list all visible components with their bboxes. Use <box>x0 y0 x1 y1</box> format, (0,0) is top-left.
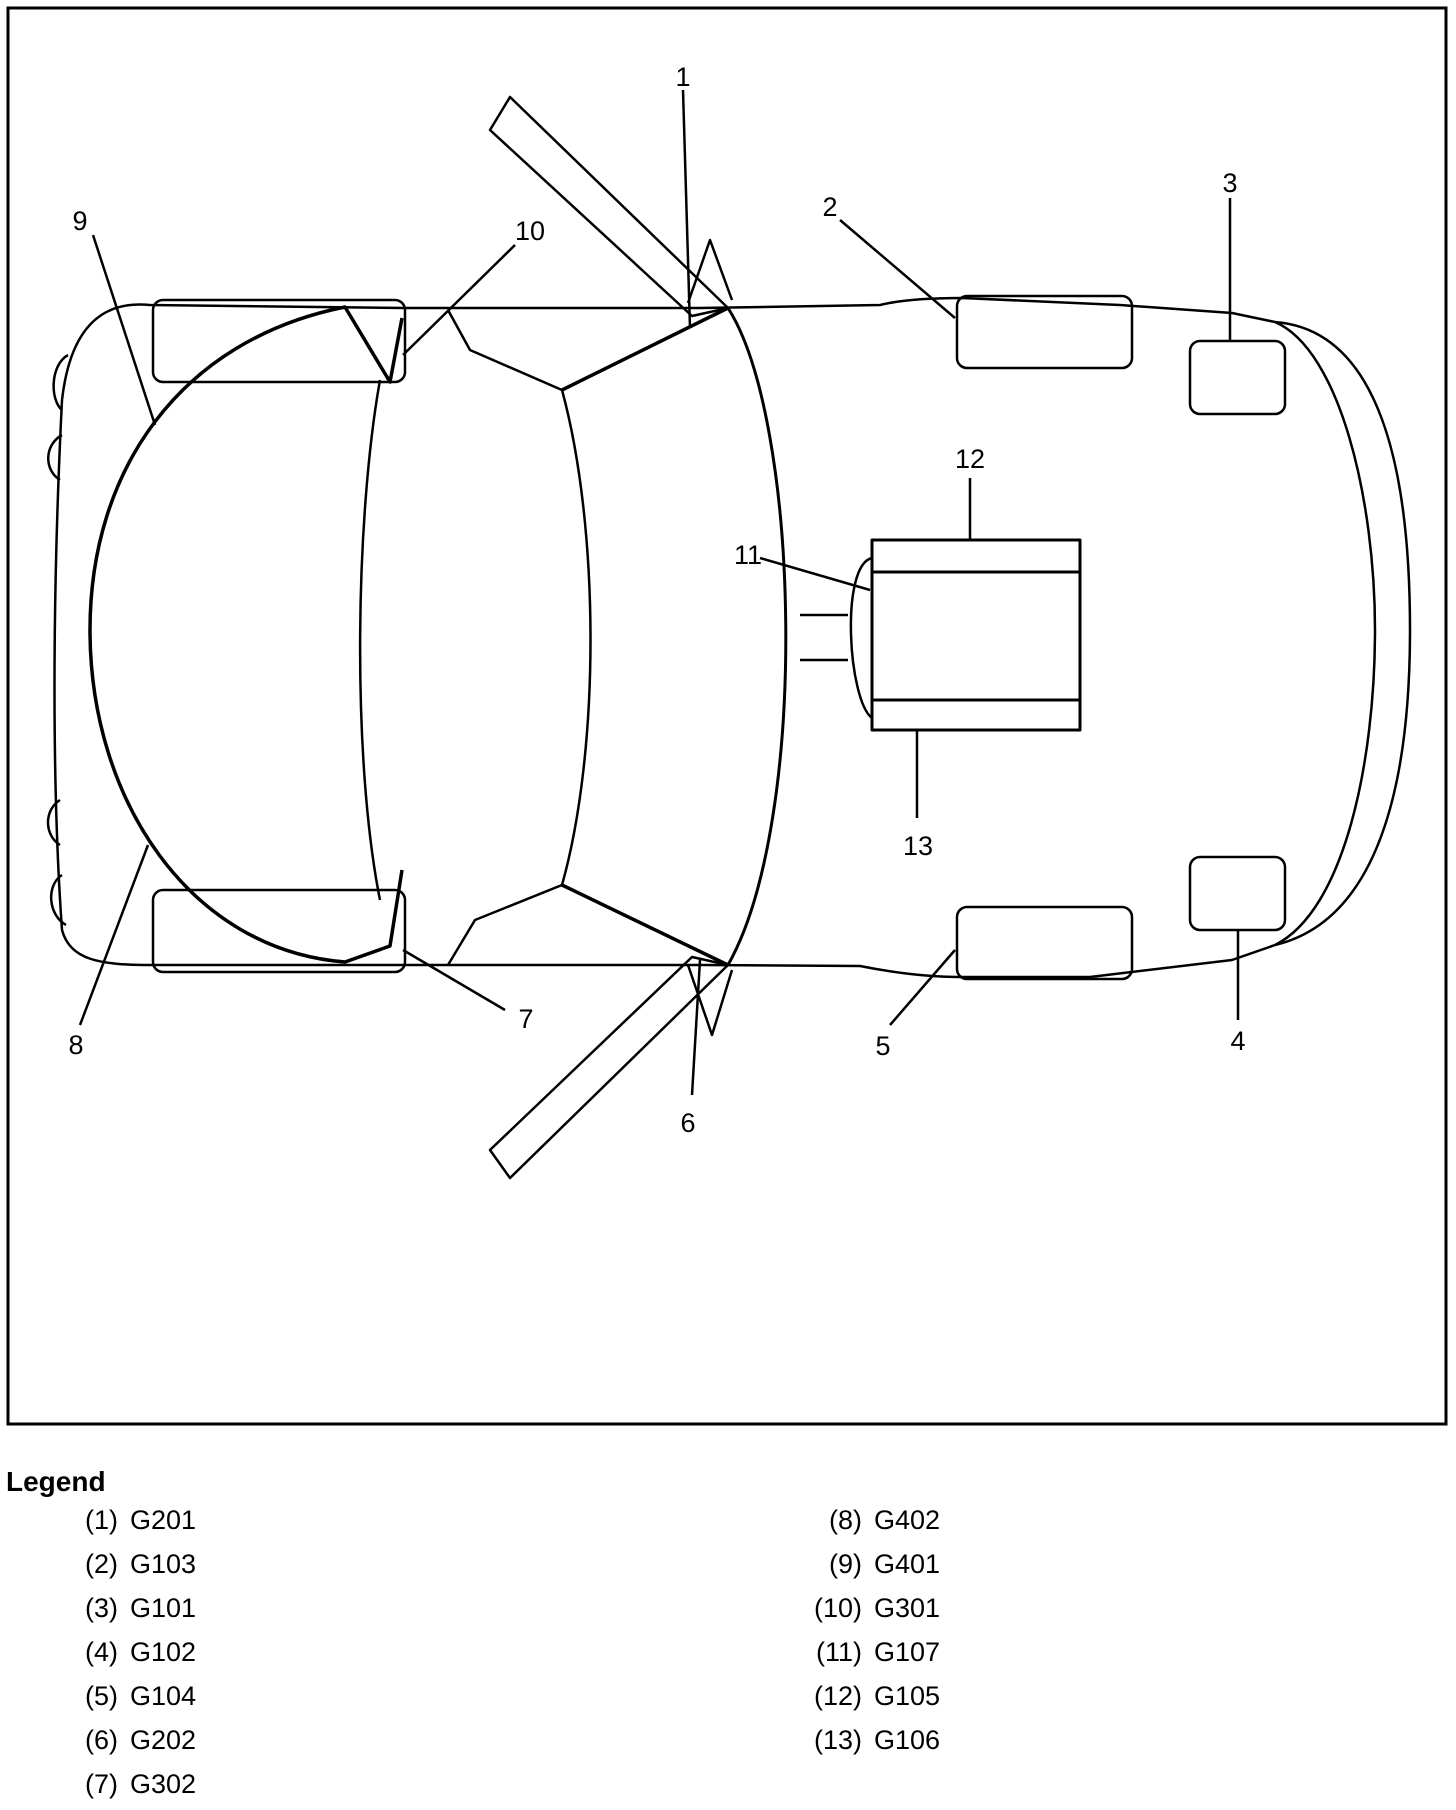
diagram-frame <box>6 6 1448 1426</box>
callout-8: 8 <box>68 1030 83 1060</box>
engine-shaft <box>800 613 848 662</box>
legend-item-code: G301 <box>874 1593 941 1623</box>
legend-item: (13) G106 <box>800 1722 940 1766</box>
legend-item-code: G201 <box>130 1505 197 1535</box>
windshield-upper-edge <box>561 306 729 392</box>
vehicle-body <box>53 296 1412 979</box>
rear-glass <box>88 305 404 964</box>
legend-item: (8) G402 <box>800 1502 940 1546</box>
door-open-lower <box>488 955 730 1180</box>
legend-item-code: G106 <box>874 1725 941 1755</box>
legend-item-number: (10) <box>813 1593 862 1623</box>
legend-item: (7) G302 <box>56 1766 196 1810</box>
wheel-front-left <box>955 294 1134 370</box>
callout-7: 7 <box>518 1004 533 1034</box>
legend-item-number: (2) <box>85 1549 118 1579</box>
legend-item: (9) G401 <box>800 1546 940 1590</box>
engine-mount <box>849 556 873 719</box>
door-open-upper <box>488 95 730 318</box>
wheel-rear-left <box>151 298 407 384</box>
legend-item-number: (13) <box>813 1725 862 1755</box>
leader-11 <box>759 556 871 592</box>
legend-item-code: G402 <box>874 1505 941 1535</box>
legend-item: (6) G202 <box>56 1722 196 1766</box>
legend-item: (10) G301 <box>800 1590 940 1634</box>
callout-9: 9 <box>72 206 87 236</box>
callout-10: 10 <box>515 216 545 246</box>
callout-5: 5 <box>875 1031 890 1061</box>
windshield-arc <box>726 307 788 966</box>
rear-bumper-bumps <box>46 353 69 927</box>
legend-column-left: (1)G201 (2)G103 (3)G101 (4)G102 (5)G104 … <box>56 1502 196 1810</box>
callout-11: 11 <box>734 540 762 570</box>
leader-9 <box>91 234 157 426</box>
leader-7 <box>402 948 506 1012</box>
callout-4: 4 <box>1230 1026 1245 1056</box>
headlight-left <box>1188 339 1287 416</box>
legend-item-number: (11) <box>815 1637 862 1667</box>
leader-2 <box>839 219 956 319</box>
roof-rear-line <box>358 379 382 901</box>
engine-component <box>870 538 1082 732</box>
leader-8 <box>78 844 150 1026</box>
mirror-upper <box>686 238 734 304</box>
windshield-lower-edge <box>561 883 729 967</box>
legend-item-code: G103 <box>130 1549 197 1579</box>
callout-labels: 1 2 3 4 5 6 7 8 9 10 11 12 13 <box>68 62 1245 1138</box>
legend-item: (5) G104 <box>56 1678 196 1722</box>
legend-item-number: (8) <box>829 1505 862 1535</box>
callout-13: 13 <box>903 831 933 861</box>
legend-item: (2) G103 <box>56 1546 196 1590</box>
legend-item-number: (6) <box>85 1725 118 1755</box>
mirror-lower <box>686 964 734 1037</box>
legend-item-number: (1) <box>85 1505 118 1535</box>
legend-item-number: (12) <box>813 1681 862 1711</box>
leader-6 <box>690 959 702 1096</box>
vehicle-outline <box>46 95 1412 1180</box>
legend-item-code: G102 <box>130 1637 197 1667</box>
roof-front-line <box>560 389 592 886</box>
callout-6: 6 <box>680 1108 695 1138</box>
wheel-rear-right <box>151 888 407 974</box>
legend-item-code: G107 <box>874 1637 941 1667</box>
legend-item: (4) G102 <box>56 1634 196 1678</box>
legend-item: (1) G201 <box>56 1502 196 1546</box>
front-nose <box>1274 320 1377 947</box>
leader-1 <box>681 89 692 329</box>
wheel-front-right <box>955 905 1134 981</box>
legend-column-right: (8) G402 (9) G401 (10) G301 (11) G107 (12) G1… <box>800 1502 940 1766</box>
legend-item-code: G105 <box>874 1681 941 1711</box>
leader-5 <box>889 949 956 1026</box>
legend-item-number: (4) <box>85 1637 118 1667</box>
leader-10 <box>402 244 516 356</box>
callout-3: 3 <box>1222 168 1237 198</box>
legend-item-code: G101 <box>130 1593 197 1623</box>
legend: Legend (1) G201 (2) G103 (3) G101 (4) G102 (… <box>6 1466 1446 1799</box>
legend-item: (12) G105 <box>800 1678 940 1722</box>
vehicle-ground-locations-diagram: 1 2 3 4 5 6 7 8 9 10 11 12 13 <box>6 6 1448 1426</box>
callout-1: 1 <box>675 62 690 92</box>
legend-item: (11) G107 <box>800 1634 940 1678</box>
callout-12: 12 <box>955 444 985 474</box>
legend-item-number: (7) <box>85 1769 118 1799</box>
legend-item-number: (5) <box>85 1681 118 1711</box>
callout-2: 2 <box>822 192 837 222</box>
legend-item-code: G401 <box>874 1549 941 1579</box>
legend-item: (3) G101 <box>56 1590 196 1634</box>
legend-item-code: G202 <box>130 1725 197 1755</box>
legend-item-number: (3) <box>85 1593 118 1623</box>
legend-item-code: G104 <box>130 1681 197 1711</box>
legend-item-code: G302 <box>130 1769 197 1799</box>
headlight-right <box>1188 855 1287 932</box>
legend-item-number: (9) <box>829 1549 862 1579</box>
leader-lines <box>78 89 1240 1096</box>
legend-title: Legend <box>6 1466 106 1497</box>
